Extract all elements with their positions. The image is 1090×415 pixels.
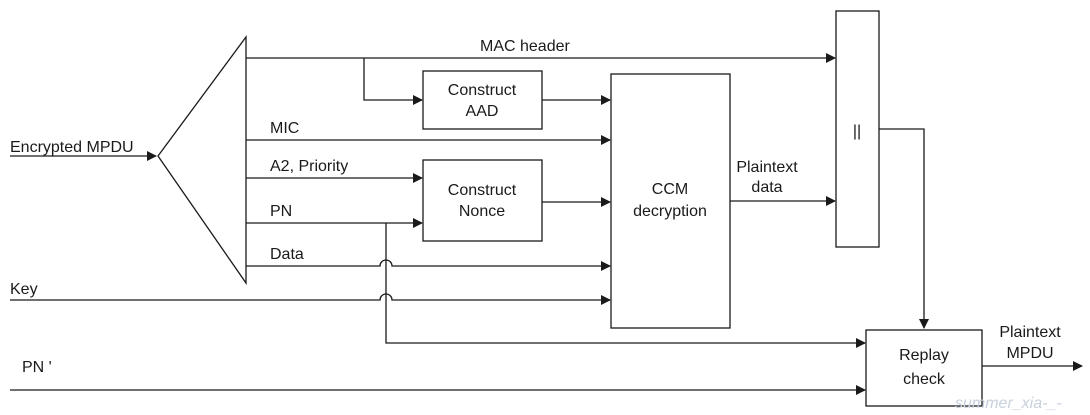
mac-header-label: MAC header bbox=[480, 38, 570, 55]
watermark-text: summer_xia-_- bbox=[955, 395, 1062, 412]
mac-header-to-aad-arrow bbox=[363, 58, 423, 105]
a2-priority-label: A2, Priority bbox=[270, 158, 348, 175]
construct-nonce-label-line1: Construct bbox=[448, 182, 517, 199]
construct-nonce-label-line2: Nonce bbox=[459, 203, 505, 220]
encrypted-mpdu-label: Encrypted MPDU bbox=[10, 139, 134, 156]
key-label: Key bbox=[10, 281, 38, 298]
ccm-decryption-box bbox=[610, 73, 731, 329]
construct-nonce-box bbox=[422, 159, 543, 242]
pn-label: PN bbox=[270, 203, 292, 220]
construct-aad-label-line1: Construct bbox=[448, 82, 517, 99]
pn-prime-label: PN ' bbox=[22, 359, 52, 376]
data-label: Data bbox=[270, 246, 304, 263]
key-arrow bbox=[10, 293, 611, 305]
concat-to-replay-arrow bbox=[879, 128, 929, 329]
ccm-decryption-label-line1: CCM bbox=[652, 181, 688, 198]
plaintext-mpdu-label-line1: Plaintext bbox=[999, 324, 1061, 341]
pn-to-replay-arrow bbox=[385, 223, 866, 348]
plaintext-mpdu-label-line2: MPDU bbox=[1006, 345, 1053, 362]
mpdu-splitter-triangle bbox=[157, 35, 247, 286]
construct-aad-box bbox=[422, 70, 543, 130]
mic-label: MIC bbox=[270, 120, 299, 137]
concat-symbol: || bbox=[853, 123, 861, 140]
construct-aad-label-line2: AAD bbox=[466, 103, 499, 120]
plaintext-data-label-line2: data bbox=[751, 179, 782, 196]
ccm-decryption-label-line2: decryption bbox=[633, 203, 707, 220]
plaintext-data-label-line1: Plaintext bbox=[736, 159, 798, 176]
replay-check-label-line1: Replay bbox=[899, 347, 949, 364]
replay-check-box bbox=[865, 329, 983, 407]
replay-check-label-line2: check bbox=[903, 371, 946, 388]
